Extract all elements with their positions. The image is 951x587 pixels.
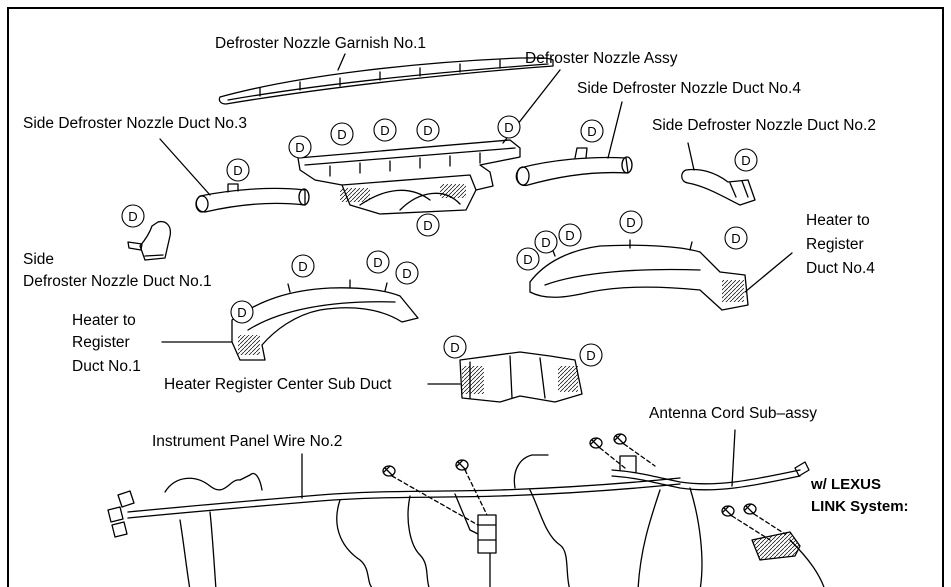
label-register-duct-no1-line2: Register bbox=[72, 334, 130, 351]
svg-text:D: D bbox=[450, 340, 459, 355]
clip-marker: D bbox=[230, 300, 254, 324]
svg-text:D: D bbox=[128, 209, 137, 224]
svg-text:D: D bbox=[626, 215, 635, 230]
defroster-nozzle-assy-part bbox=[297, 69, 561, 215]
svg-text:D: D bbox=[586, 348, 595, 363]
center-sub-duct-part bbox=[427, 351, 583, 403]
clip-marker: D bbox=[724, 226, 748, 250]
instrument-panel-wire-no2-part bbox=[107, 453, 681, 587]
antenna-cord-sub-assy-part bbox=[611, 429, 810, 587]
svg-text:D: D bbox=[295, 140, 304, 155]
svg-text:D: D bbox=[337, 127, 346, 142]
svg-text:D: D bbox=[731, 231, 740, 246]
svg-text:D: D bbox=[587, 124, 596, 139]
label-side-duct-no1-line1: Side bbox=[23, 251, 55, 268]
svg-text:D: D bbox=[380, 123, 389, 138]
clip-marker: D bbox=[395, 261, 419, 285]
label-side-duct-no3: Side Defroster Nozzle Duct No.3 bbox=[23, 115, 247, 132]
clip-marker: D bbox=[226, 158, 250, 182]
label-center-sub-duct: Heater Register Center Sub Duct bbox=[164, 376, 392, 393]
svg-text:D: D bbox=[423, 123, 432, 138]
clip-marker: D bbox=[558, 223, 582, 247]
svg-text:D: D bbox=[402, 266, 411, 281]
clip-marker: D bbox=[619, 210, 643, 234]
label-register-duct-no4-line3: Duct No.4 bbox=[806, 260, 875, 277]
clip-marker: D bbox=[443, 335, 467, 359]
svg-text:D: D bbox=[565, 228, 574, 243]
label-register-duct-no1-line3: Duct No.1 bbox=[72, 358, 141, 375]
clip-marker: D bbox=[121, 204, 145, 228]
clip-marker: D bbox=[373, 118, 397, 142]
label-side-duct-no4: Side Defroster Nozzle Duct No.4 bbox=[577, 80, 801, 97]
heater-register-duct-no4-part bbox=[529, 239, 793, 311]
clip-marker: D bbox=[734, 148, 758, 172]
clip-marker: D bbox=[534, 230, 558, 254]
clip-markers: D D D D D D D D D D D D D D D D D D D D … bbox=[121, 115, 758, 367]
label-register-duct-no1-line1: Heater to bbox=[72, 312, 136, 329]
label-antenna-cord: Antenna Cord Sub–assy bbox=[649, 405, 818, 422]
label-defroster-nozzle-assy: Defroster Nozzle Assy bbox=[525, 50, 678, 67]
side-duct-no2-part bbox=[681, 142, 756, 206]
defroster-nozzle-garnish-part bbox=[218, 53, 554, 105]
side-duct-no4-part bbox=[515, 101, 633, 187]
lexus-link-antenna-part bbox=[751, 531, 825, 587]
clip-marker: D bbox=[580, 119, 604, 143]
svg-text:D: D bbox=[523, 252, 532, 267]
svg-text:D: D bbox=[237, 305, 246, 320]
label-side-duct-no1-line2: Defroster Nozzle Duct No.1 bbox=[23, 273, 212, 290]
svg-text:D: D bbox=[233, 163, 242, 178]
label-register-duct-no4-line1: Heater to bbox=[806, 212, 870, 229]
side-duct-no1-part bbox=[127, 220, 172, 261]
svg-text:D: D bbox=[741, 153, 750, 168]
label-side-duct-no2: Side Defroster Nozzle Duct No.2 bbox=[652, 117, 876, 134]
svg-text:D: D bbox=[423, 218, 432, 233]
label-lexus-link-line2: LINK System: bbox=[811, 498, 909, 515]
svg-text:D: D bbox=[504, 120, 513, 135]
clip-marker: D bbox=[579, 343, 603, 367]
label-instrument-panel-wire: Instrument Panel Wire No.2 bbox=[152, 433, 343, 450]
clip-marker: D bbox=[288, 135, 312, 159]
label-defroster-nozzle-garnish: Defroster Nozzle Garnish No.1 bbox=[215, 35, 427, 52]
clip-marker: D bbox=[497, 115, 521, 139]
heater-register-duct-no1-part bbox=[161, 279, 419, 361]
svg-text:D: D bbox=[541, 235, 550, 250]
screw-clips bbox=[382, 433, 757, 517]
label-lexus-link-line1: w/ LEXUS bbox=[811, 476, 882, 493]
clip-marker: D bbox=[291, 254, 315, 278]
svg-text:D: D bbox=[373, 255, 382, 270]
clip-marker: D bbox=[416, 213, 440, 237]
label-register-duct-no4-line2: Register bbox=[806, 236, 864, 253]
assembly-guide-lines bbox=[391, 443, 786, 541]
diagram-border bbox=[7, 7, 944, 587]
svg-text:D: D bbox=[298, 259, 307, 274]
clip-marker: D bbox=[516, 247, 540, 271]
clip-marker: D bbox=[330, 122, 354, 146]
side-duct-no3-part bbox=[159, 138, 310, 213]
clip-marker: D bbox=[416, 118, 440, 142]
clip-marker: D bbox=[366, 250, 390, 274]
